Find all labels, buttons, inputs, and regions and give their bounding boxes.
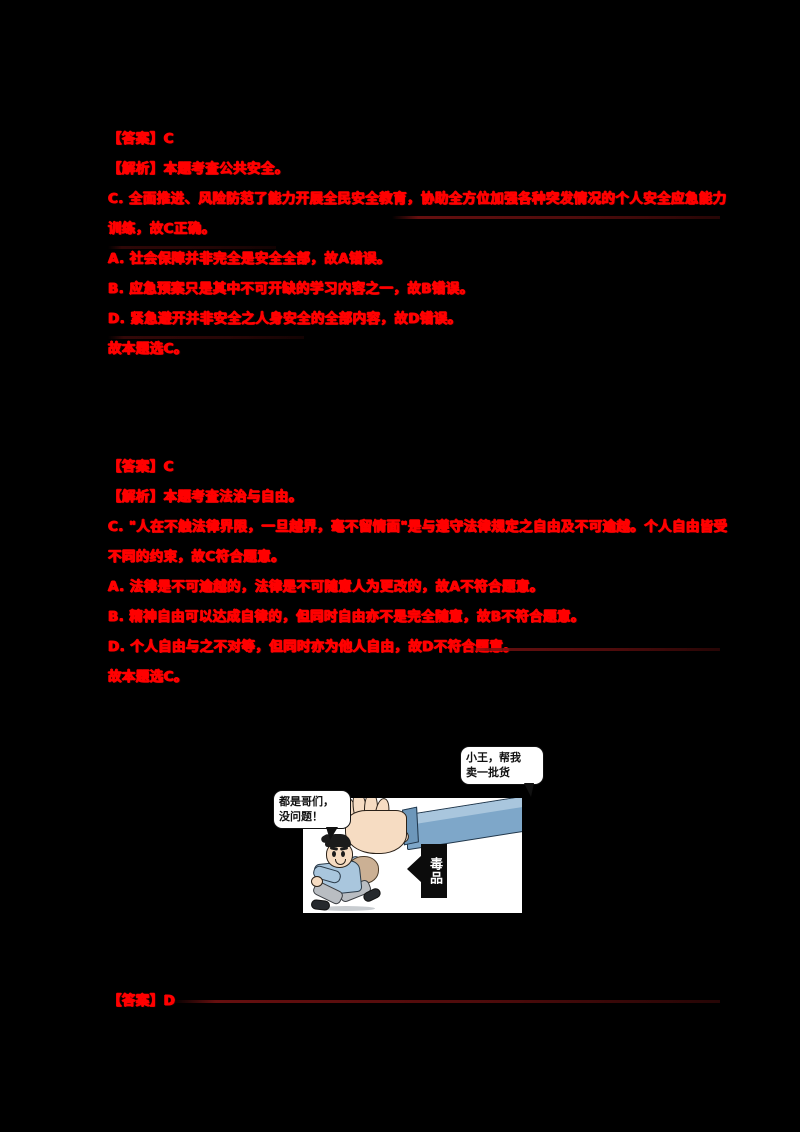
drug-trafficking-illustration: 毒品 小王，帮我 卖一批货 都是哥们， 没问题！ [273,746,544,913]
speech-bubble-seller: 小王，帮我 卖一批货 [460,746,544,797]
block2-conclusion: 故本题选C。 [108,669,188,685]
block2-option-d: D. 个人自由与之不对等，但同时亦为他人自由，故D不符合题意。 [108,639,518,655]
block2-analysis-label: 【解析】本题考查法治与自由。 [108,489,303,505]
block2-option-a: A. 法律是不可逾越的，法律是不可随意人为更改的，故A不符合题意。 [108,579,544,595]
block2-option-c-line2: 不同的约束，故C符合题意。 [108,549,286,565]
man-shadow [317,906,375,911]
block1-analysis-label: 【解析】本题考查公共安全。 [108,161,289,177]
block1-option-b: B. 应急预案只是其中不可开缺的学习内容之一，故B错误。 [108,281,474,297]
block1-option-a: A. 社会保障并非完全是安全全部，故A错误。 [108,251,391,267]
block3-answer-line: 【答案】D [108,993,176,1009]
block1-option-c-line1: C. 全面推进、风险防范了能力开展全民安全教育，协助全方位加强各种突发情况的个人… [108,191,727,207]
man-eye-left [332,851,336,857]
block2-option-c-line1: C. "人在不触法律界限，一旦越界，毫不留情面"是与遵守法律规定之自由及不可逾越… [108,519,728,535]
block2-answer-line: 【答案】C [108,459,174,475]
drug-label-arrow-icon [407,855,422,883]
man-hand [311,876,323,887]
man-shoe-front [310,899,331,911]
block2-option-b: B. 精神自由可以达成自律的，但同时自由亦不是完全随意，故B不符合题意。 [108,609,585,625]
speech-bubble-buyer: 都是哥们， 没问题！ [273,790,351,840]
block1-answer-line: 【答案】C [108,131,174,147]
man-eye-right [341,851,345,857]
illustration-canvas [303,798,522,913]
running-man [310,834,385,911]
drug-label: 毒品 [421,844,447,898]
answer-block-1: 【答案】C 【解析】本题考查公共安全。 C. 全面推进、风险防范了能力开展全民安… [108,124,727,364]
answer-block-3: 【答案】D [108,986,720,1016]
answer-block-2: 【答案】C 【解析】本题考查法治与自由。 C. "人在不触法律界限，一旦越界，毫… [108,452,728,692]
block1-conclusion: 故本题选C。 [108,341,188,357]
man-mouth [335,859,346,865]
dealer-arm-highlight [408,798,522,826]
block1-option-d: D. 紧急避开并非安全之人身安全的全部内容，故D错误。 [108,311,462,327]
block1-option-c-line2: 训练，故C正确。 [108,221,216,237]
dealer-arm [407,798,522,851]
dealer-hand [345,810,407,854]
